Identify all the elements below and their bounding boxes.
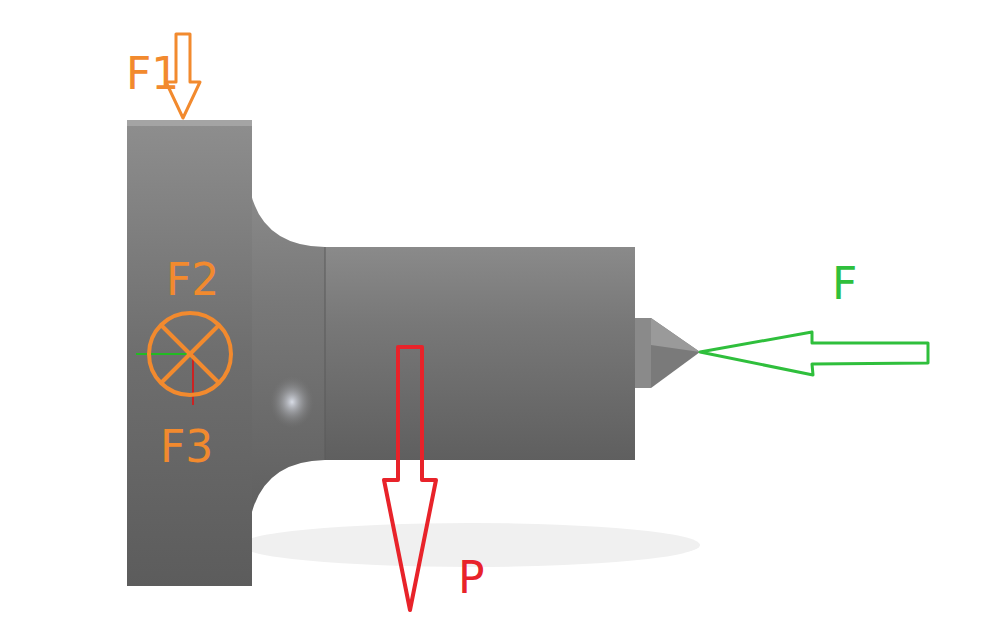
fillet-neck — [250, 190, 325, 520]
shaft-body — [325, 247, 635, 460]
flange — [127, 120, 252, 586]
highlight — [270, 376, 314, 428]
axis-x — [192, 354, 194, 405]
force-label: F1 — [126, 52, 179, 96]
cross-line — [161, 325, 219, 383]
force-arrow — [384, 347, 436, 610]
cone-tip-light — [651, 318, 700, 352]
force-label: F — [832, 262, 857, 306]
force-arrow — [700, 332, 928, 375]
force-label: F3 — [160, 425, 213, 469]
cross-line — [161, 325, 219, 383]
force-label: F2 — [166, 258, 219, 302]
tip-collar — [635, 318, 651, 388]
axis-y — [136, 353, 193, 355]
edge-line — [325, 247, 326, 460]
force-label: P — [458, 556, 485, 600]
cone-tip — [651, 318, 700, 388]
force-into-plane-symbol — [149, 313, 231, 395]
flange-top — [127, 120, 252, 126]
